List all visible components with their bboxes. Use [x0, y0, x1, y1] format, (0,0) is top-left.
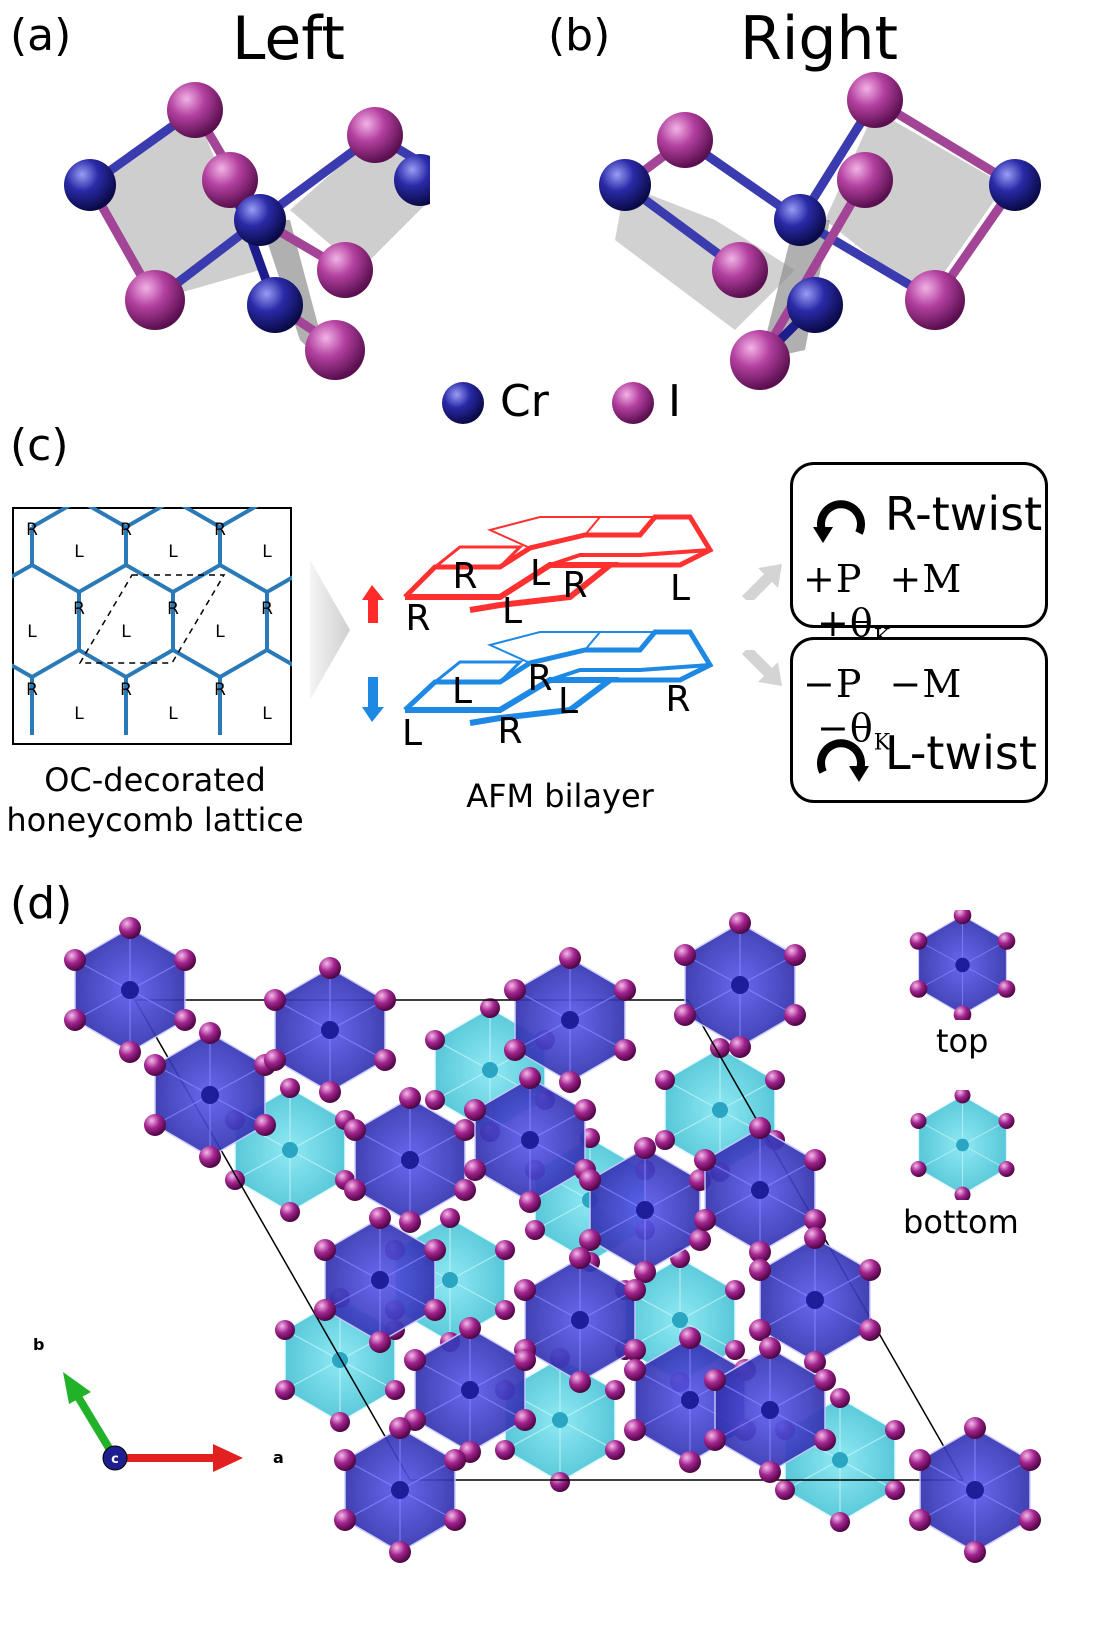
r-twist-title: R-twist: [885, 487, 1043, 541]
clockwise-rotation-icon: [813, 500, 865, 543]
bilayer-caption: AFM bilayer: [466, 777, 654, 815]
top-layer-site-label: L: [670, 568, 690, 609]
honeycomb-lattice: R R R L L L R R R L L L R R R L L L: [12, 507, 292, 745]
transition-arrow-icon: [310, 560, 350, 700]
b-axis-label: b: [33, 1335, 44, 1354]
lattice-site-label: L: [74, 542, 84, 562]
l-twist-kerr-subscript: K: [873, 730, 892, 756]
lattice-site-label: L: [121, 622, 131, 642]
r-twist-magnetization: +M: [889, 557, 963, 601]
top-layer-site-label: L: [502, 591, 522, 632]
panel-d-tag: (d): [10, 878, 73, 929]
axes-indicator: [28, 1600, 29, 1601]
c-axis-label: c: [111, 1452, 119, 1467]
arrow-to-l-twist-icon: [742, 650, 782, 686]
panel-a-title: Left: [232, 4, 345, 74]
lattice-site-label: R: [120, 680, 132, 700]
top-legend-label: top: [936, 1022, 989, 1060]
top-layer-site-label: L: [530, 553, 550, 594]
lattice-site-label: R: [214, 680, 226, 700]
right-twist-structure: [599, 72, 1041, 390]
cr-legend-icon: [442, 382, 484, 424]
lattice-site-label: R: [73, 599, 85, 619]
i-legend-icon: [612, 382, 654, 424]
l-twist-box: −P −M −θK L-twist: [790, 637, 1048, 803]
bottom-layer-site-label: R: [497, 711, 522, 752]
r-twist-box: R-twist +P +M +θK: [790, 462, 1048, 651]
lattice-site-label: R: [120, 520, 132, 540]
lattice-site-label: L: [215, 622, 225, 642]
l-twist-magnetization: −M: [889, 662, 963, 706]
lattice-site-label: L: [168, 542, 178, 562]
panel-c-tag: (c): [10, 420, 69, 471]
counterclockwise-rotation-icon: [817, 739, 869, 782]
lattice-site-label: R: [261, 599, 273, 619]
crystal-structure-view: [63, 911, 1042, 1564]
lattice-site-label: L: [262, 542, 272, 562]
panel-a-tag: (a): [10, 10, 72, 61]
lattice-site-label: L: [168, 704, 178, 724]
panel-b-title: Right: [740, 4, 898, 74]
afm-bilayer: R L R L R L L R L R L R: [362, 514, 714, 754]
lattice-caption-line1: OC-decorated: [44, 761, 266, 799]
r-twist-polarization: +P: [803, 557, 863, 601]
top-layer-site-label: R: [562, 565, 587, 606]
lattice-caption-line2: honeycomb lattice: [6, 801, 304, 839]
i-legend-label: I: [668, 376, 681, 427]
bottom-layer-site-label: R: [527, 658, 552, 699]
a-axis-arrowhead-icon: [213, 1444, 243, 1472]
crystal-axes: c b a: [33, 1335, 284, 1472]
lattice-site-label: L: [74, 704, 84, 724]
spin-down-icon: [362, 677, 384, 722]
lattice-site-label: R: [26, 520, 38, 540]
l-twist-polarization: −P: [803, 662, 863, 706]
top-layer-site-label: R: [405, 598, 430, 639]
lattice-site-label: R: [167, 599, 179, 619]
lattice-site-label: R: [26, 680, 38, 700]
bottom-layer-site-label: L: [558, 681, 578, 722]
lattice-site-label: L: [27, 622, 37, 642]
bottom-layer-site-label: R: [665, 679, 690, 720]
bottom-layer-site-label: L: [452, 671, 472, 712]
bottom-legend-label: bottom: [903, 1203, 1019, 1241]
top-octahedron-legend-icon: [909, 910, 1016, 1020]
arrow-to-r-twist-icon: [742, 564, 782, 600]
lattice-site-label: L: [262, 704, 272, 724]
b-axis-arrowhead-icon: [63, 1372, 91, 1404]
left-twist-structure: [64, 82, 430, 380]
l-twist-title: L-twist: [885, 726, 1037, 780]
panel-b-tag: (b): [548, 10, 611, 61]
lattice-caption: OC-decorated honeycomb lattice: [0, 760, 310, 840]
bottom-octahedron-legend-icon: [909, 1090, 1016, 1200]
a-axis-label: a: [273, 1448, 284, 1467]
cr-legend-label: Cr: [500, 376, 549, 427]
bottom-layer-site-label: L: [402, 713, 422, 754]
lattice-site-label: R: [214, 520, 226, 540]
spin-up-icon: [362, 585, 384, 623]
top-layer-site-label: R: [452, 556, 477, 597]
